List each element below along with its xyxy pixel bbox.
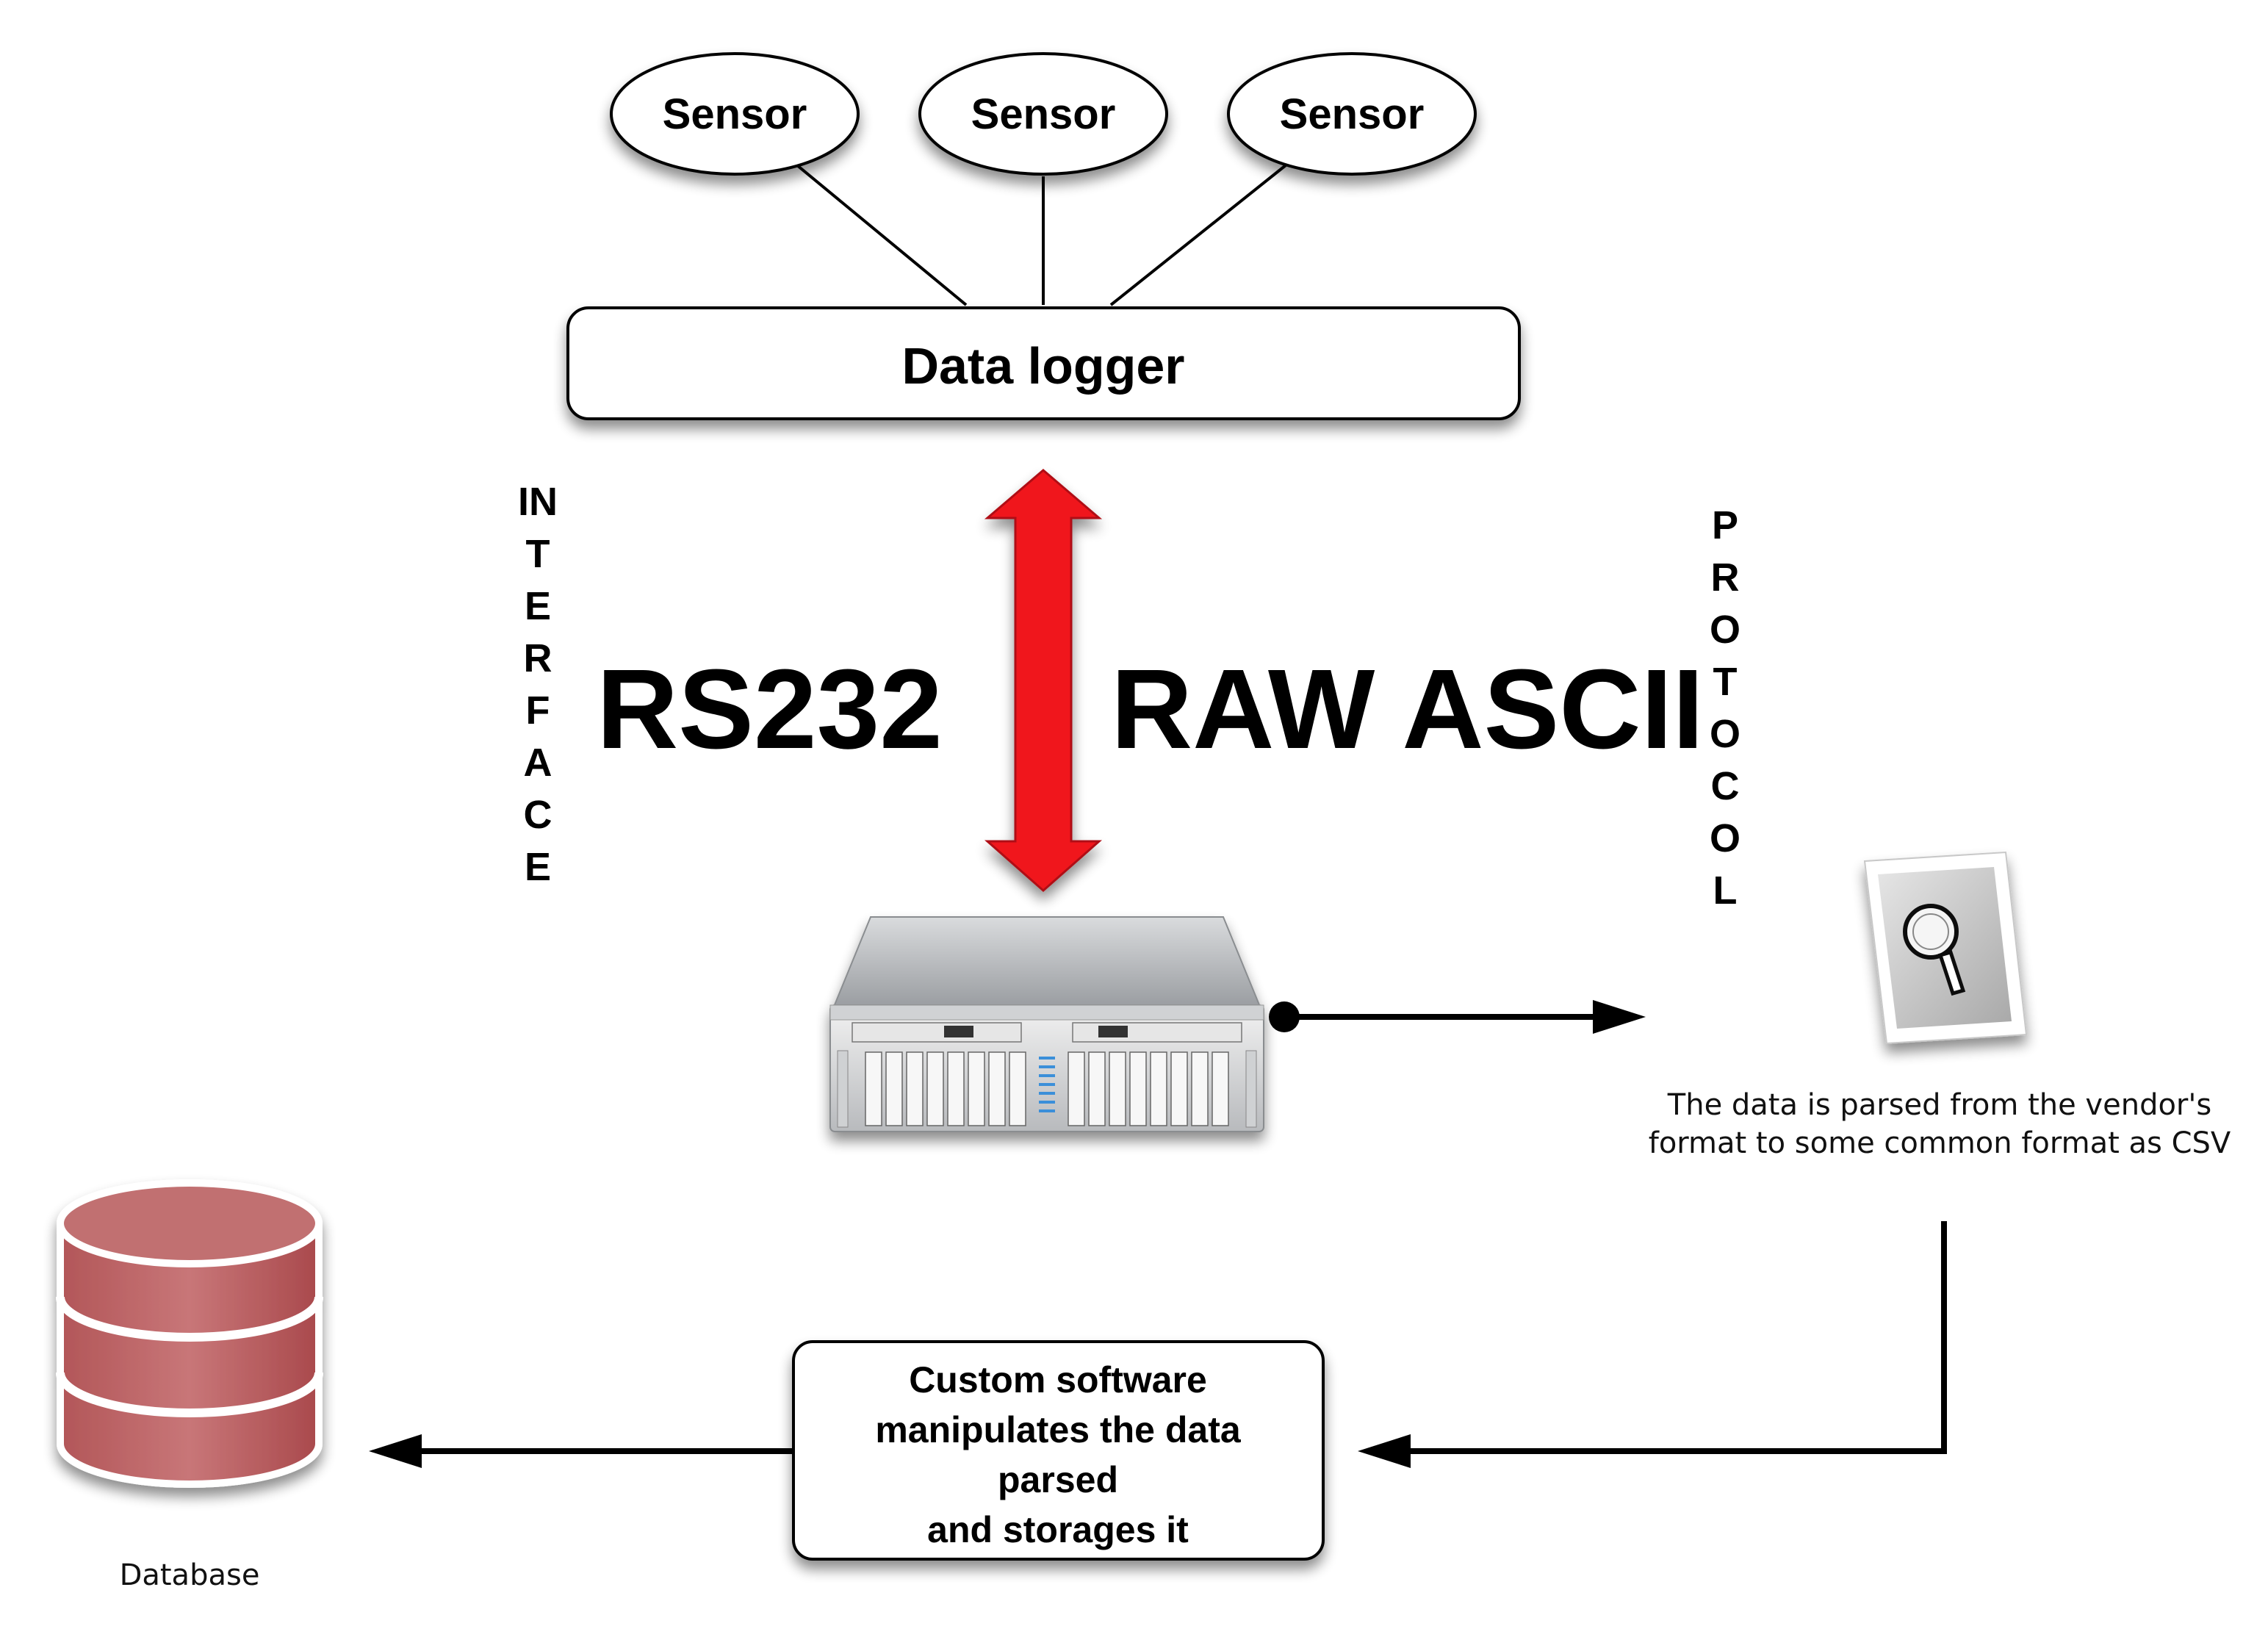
parser-caption-line-2: format to some common format as CSV	[1648, 1126, 2231, 1160]
interface-name-label: RS232	[597, 646, 943, 772]
sensor-3: Sensor	[1227, 52, 1477, 176]
parser-caption: The data is parsed from the vendor's for…	[1638, 1086, 2241, 1162]
double-arrow-shape	[984, 469, 1103, 892]
software-line-4: and storages it	[927, 1509, 1189, 1550]
data-logger-label: Data logger	[901, 337, 1184, 395]
data-logger-box	[566, 306, 1521, 420]
sensor-1-shape	[610, 52, 860, 176]
software-to-database-arrow	[369, 1434, 793, 1468]
sensor-connectors	[796, 164, 1287, 306]
sensor-3-label: Sensor	[1280, 90, 1425, 138]
rs232-double-arrow	[984, 469, 1103, 892]
connector-sensor-3	[1109, 164, 1287, 306]
sensor-3-shape	[1227, 52, 1477, 176]
software-line-1: Custom software	[909, 1359, 1207, 1400]
protocol-name-label: RAW ASCII	[1111, 646, 1704, 772]
sensor-1: Sensor	[610, 52, 860, 176]
magnifier-document-icon	[1863, 851, 2028, 1045]
sensor-2-label: Sensor	[971, 90, 1116, 138]
sensor-2-shape	[918, 52, 1168, 176]
sensor-1-label: Sensor	[663, 90, 807, 138]
parser-to-software-arrow	[1358, 1221, 1947, 1468]
server-to-parser-arrow	[1269, 1000, 1646, 1034]
software-line-3: parsed	[998, 1459, 1118, 1500]
software-line-2: manipulates the data	[875, 1409, 1242, 1450]
connector-sensor-1	[796, 164, 968, 306]
interface-vertical-label: INTERFACE	[518, 480, 558, 889]
database-icon	[56, 1179, 323, 1488]
database-label: Database	[119, 1558, 260, 1592]
sensor-2: Sensor	[918, 52, 1168, 176]
data-logger: Data logger	[566, 306, 1521, 420]
custom-software: Custom software manipulates the data par…	[792, 1340, 1325, 1561]
parser-caption-line-1: The data is parsed from the vendor's	[1667, 1088, 2212, 1122]
protocol-vertical-label: PROTOCOL	[1709, 503, 1740, 913]
server-icon	[829, 916, 1264, 1132]
